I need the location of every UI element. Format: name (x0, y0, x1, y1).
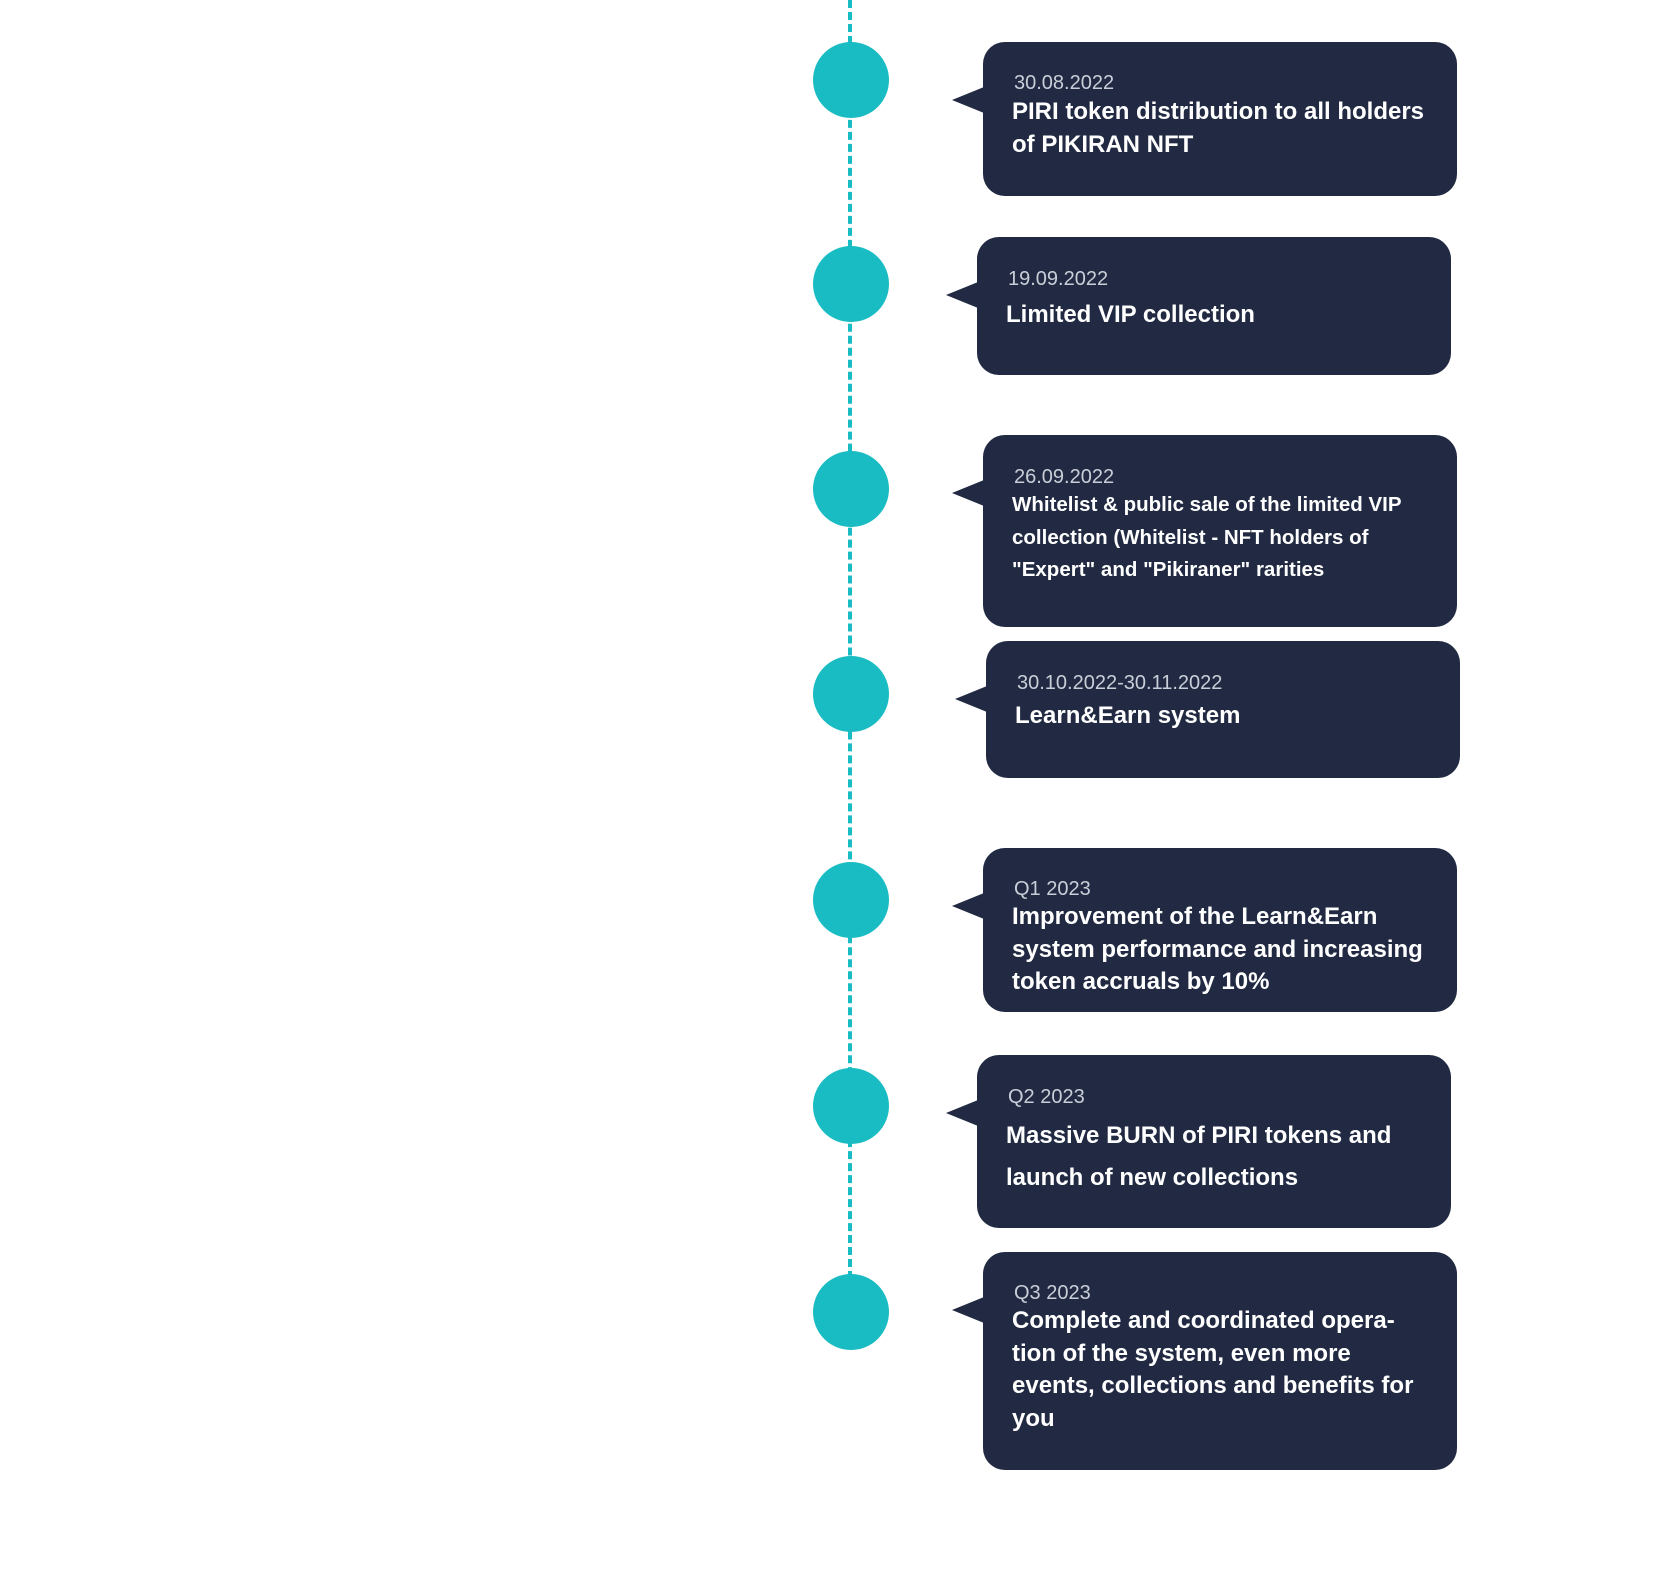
milestone-card: Q3 2023 Complete and coordinated opera-t… (952, 1252, 1457, 1470)
milestone-date: 26.09.2022 (1014, 466, 1115, 488)
milestone-date: 19.09.2022 (1008, 268, 1109, 290)
milestone-date: Q1 2023 (1014, 878, 1091, 900)
milestone-date: Q2 2023 (1008, 1086, 1085, 1108)
milestone-title: Whitelist & public sale of the limited V… (1012, 493, 1402, 581)
milestone-card: 19.09.2022 Limited VIP collection (946, 237, 1451, 375)
milestone-title: Learn&Earn system (1015, 702, 1241, 729)
milestone-card: 30.08.2022 PIRI token distribution to al… (952, 42, 1457, 196)
milestone-marker (813, 862, 889, 938)
milestone-date: Q3 2023 (1014, 1282, 1091, 1304)
milestone-marker (813, 1068, 889, 1144)
milestone-date: 30.10.2022-30.11.2022 (1017, 672, 1223, 694)
milestone-marker (813, 656, 889, 732)
milestone-marker (813, 1274, 889, 1350)
milestone-title: Complete and coordinated opera-tion of t… (1012, 1307, 1414, 1432)
milestone-card: 26.09.2022 Whitelist & public sale of th… (952, 435, 1457, 627)
milestone-marker (813, 246, 889, 322)
milestone-marker (813, 42, 889, 118)
milestone-title: Limited VIP collection (1006, 301, 1255, 328)
milestone-date: 30.08.2022 (1014, 72, 1115, 94)
milestone-title: Improvement of the Learn&Earn system per… (1012, 903, 1423, 995)
milestone-card: Q2 2023 Massive BURN of PIRI tokens and … (946, 1055, 1451, 1228)
milestone-marker (813, 451, 889, 527)
milestone-title: PIRI token distribution to all holders o… (1012, 98, 1425, 158)
milestone-title: Massive BURN of PIRI tokens and launch o… (1006, 1122, 1392, 1191)
milestone-card: Q1 2023 Improvement of the Learn&Earn sy… (952, 848, 1457, 1012)
milestone-card: 30.10.2022-30.11.2022 Learn&Earn system (955, 641, 1460, 778)
